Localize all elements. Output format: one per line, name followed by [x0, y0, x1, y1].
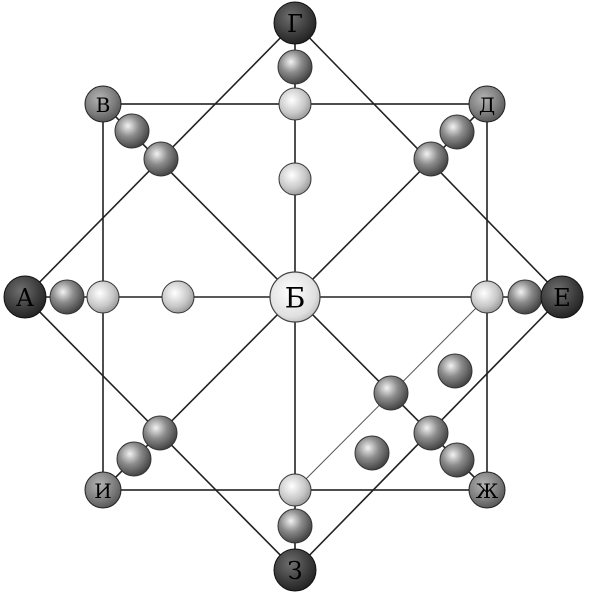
ball[interactable]: [277, 508, 313, 544]
ball[interactable]: [49, 279, 85, 315]
node-v[interactable]: В: [84, 85, 122, 123]
node-zh[interactable]: Ж: [468, 471, 506, 509]
node-label-a: А: [16, 284, 34, 312]
ball[interactable]: [413, 415, 449, 451]
ball[interactable]: [116, 441, 152, 477]
ball[interactable]: [161, 280, 195, 314]
node-label-v: В: [96, 93, 111, 117]
node-i[interactable]: И: [84, 471, 122, 509]
node-label-e: Е: [553, 284, 571, 312]
ball[interactable]: [470, 280, 504, 314]
node-label-b: Б: [285, 282, 306, 315]
node-e[interactable]: Е: [540, 275, 584, 319]
node-label-g: Г: [287, 10, 303, 38]
ball[interactable]: [439, 442, 475, 478]
node-b[interactable]: Б: [269, 271, 321, 323]
node-label-z: З: [288, 557, 303, 585]
node-d[interactable]: Д: [468, 85, 506, 123]
node-z[interactable]: З: [273, 548, 317, 592]
balls: [49, 49, 543, 544]
node-label-i: И: [94, 479, 111, 503]
node-g[interactable]: Г: [273, 1, 317, 45]
ball[interactable]: [86, 280, 120, 314]
node-a[interactable]: А: [3, 275, 47, 319]
ball[interactable]: [114, 113, 150, 149]
node-label-d: Д: [479, 93, 495, 117]
ball[interactable]: [437, 353, 473, 389]
ball[interactable]: [278, 162, 312, 196]
ball[interactable]: [373, 375, 409, 411]
ball[interactable]: [413, 141, 449, 177]
ball[interactable]: [142, 415, 178, 451]
ball[interactable]: [277, 49, 313, 85]
ball[interactable]: [439, 114, 475, 150]
ball[interactable]: [143, 141, 179, 177]
ball[interactable]: [278, 87, 312, 121]
ball[interactable]: [354, 435, 390, 471]
node-label-zh: Ж: [476, 479, 499, 503]
ball[interactable]: [507, 279, 543, 315]
ball[interactable]: [278, 473, 312, 507]
